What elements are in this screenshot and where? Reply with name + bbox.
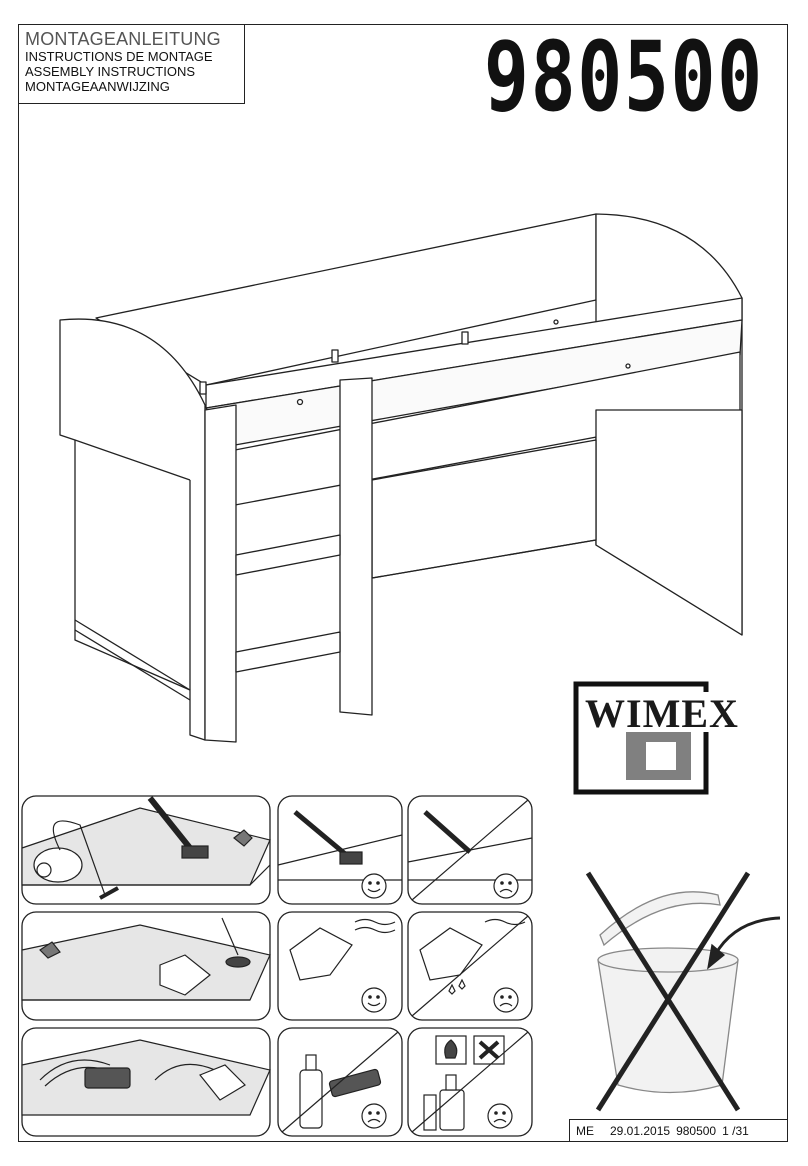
damp-cloth-ok-icon: [289, 918, 396, 1013]
footer-info: ME 29.01.2015 980500 1 /31: [569, 1119, 788, 1142]
solvent-spray-wrong-icon: [411, 1031, 529, 1133]
title-dutch: MONTAGEAANWIJZING: [25, 79, 170, 94]
loft-bed-illustration: [59, 213, 743, 743]
footer-page: 1 /31: [722, 1123, 749, 1138]
detergent-wrong-icon: [281, 1031, 399, 1133]
brush-wrong-icon: [407, 799, 533, 901]
wet-cloth-wrong-icon: [411, 915, 529, 1017]
document-number: 980500: [484, 21, 764, 133]
footer-article: 980500: [676, 1123, 717, 1138]
brush-ok-icon: [277, 810, 403, 899]
vacuum-icon: [21, 796, 271, 900]
footer-date: 29.01.2015: [610, 1123, 671, 1138]
wimex-logo: [573, 681, 760, 795]
footer-code: ME: [576, 1123, 594, 1138]
sponge-wipe-icon: [21, 1039, 271, 1116]
title-english: ASSEMBLY INSTRUCTIONS: [25, 64, 195, 79]
wimex-logo-text: WIMEX: [585, 691, 739, 736]
cloth-wipe-icon: [21, 917, 271, 1001]
title-german: MONTAGEANLEITUNG: [25, 29, 221, 49]
title-french: INSTRUCTIONS DE MONTAGE: [25, 49, 213, 64]
no-trash-bin-icon: [585, 871, 781, 1112]
page-frame: [18, 24, 788, 1142]
title-box: MONTAGEANLEITUNG INSTRUCTIONS DE MONTAGE…: [18, 24, 245, 104]
